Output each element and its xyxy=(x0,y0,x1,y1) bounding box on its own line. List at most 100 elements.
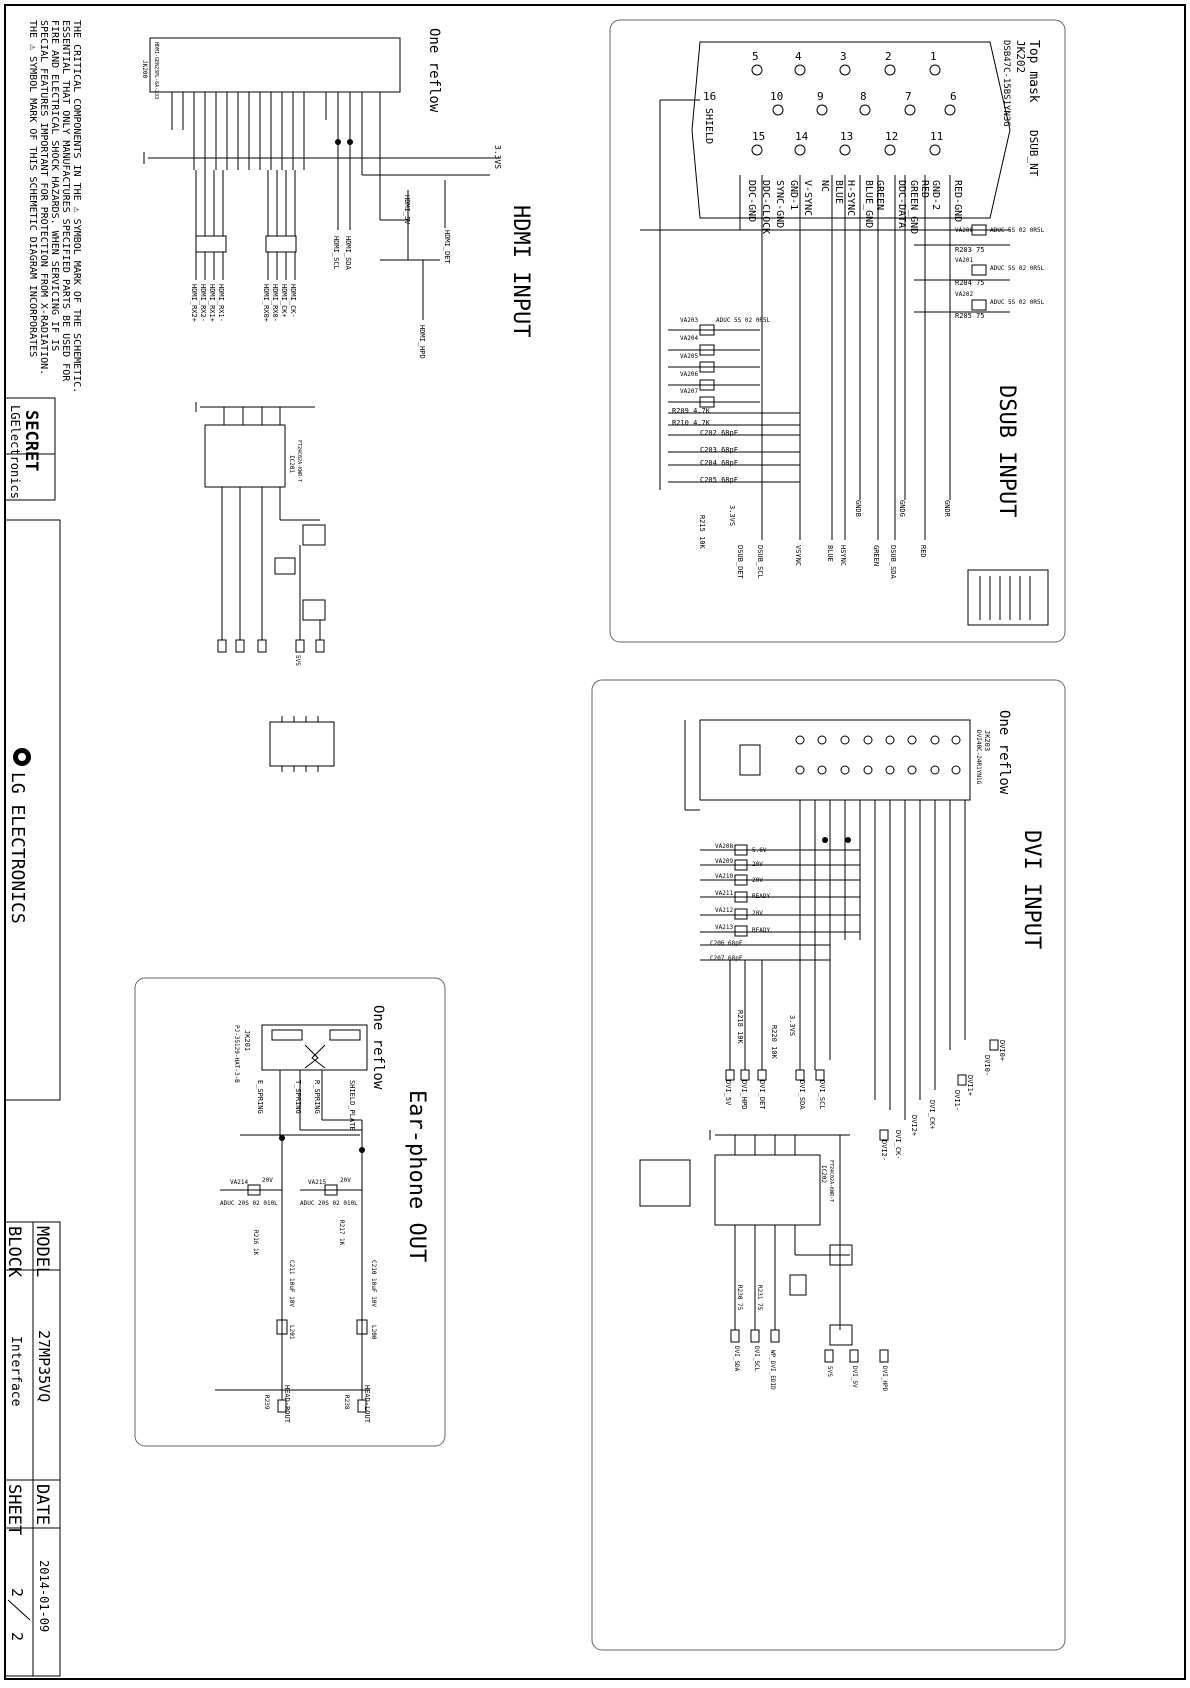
hdmi-diode-a xyxy=(302,524,326,546)
dsub-pin-nc: NC xyxy=(819,180,830,192)
dsub-net-blue: BLUE xyxy=(826,545,834,562)
hdmi-connector-part: HDMI-GEN23PL-6A-233 xyxy=(153,42,159,99)
hdmi-net-rx0-minus: HDMI_RX0- xyxy=(271,284,279,322)
earphone-net-lout: HEAD-LOUT xyxy=(363,1385,371,1424)
dsub-net-sda: DSUB_SDA xyxy=(889,545,897,580)
dsub-pin-green-gnd: GREEN_GND xyxy=(908,180,919,234)
svg-text:20V: 20V xyxy=(262,1177,273,1184)
svg-text:READY: READY xyxy=(752,893,770,900)
svg-text:VA204: VA204 xyxy=(680,335,698,342)
date-label: DATE xyxy=(32,1484,52,1525)
dvi-eeprom xyxy=(714,1154,821,1226)
dsub-connector-type: DSUB_NT xyxy=(1027,130,1040,177)
svg-text:20V: 20V xyxy=(340,1177,351,1184)
dvi-eeprom-part: FT24C02A-KWR-T xyxy=(828,1160,834,1202)
secret-box xyxy=(4,397,56,501)
svg-text:R210 4.7K: R210 4.7K xyxy=(672,419,711,427)
hdmi-net-ck-minus: HDMI_CK- xyxy=(289,284,297,318)
dsub-pin-red-gnd: RED-GND xyxy=(952,180,963,222)
hdmi-resistor-wp xyxy=(274,557,296,575)
dsub-section: DSUB INPUT Top mask DSUB_NT JK202 DSB47C… xyxy=(609,19,1066,643)
dvi-net-5v: DVI_5V xyxy=(724,1080,732,1106)
svg-text:R217 1K: R217 1K xyxy=(338,1220,345,1246)
svg-text:4: 4 xyxy=(795,50,802,63)
date-value: 2014-01-09 xyxy=(37,1560,51,1632)
earphone-connector-part: PJ-35129-HAT-3-B xyxy=(233,1025,240,1083)
svg-text:VA208: VA208 xyxy=(715,843,733,850)
dsub-pin-blue-gnd: BLUE_GND xyxy=(863,180,874,228)
svg-text:DVI_HPD: DVI_HPD xyxy=(881,1366,888,1392)
dsub-connector-ref: JK202 xyxy=(1014,40,1027,73)
sheet-total: 2 xyxy=(8,1632,26,1641)
dvi-net-ck-plus: DVI_CK+ xyxy=(928,1100,936,1130)
svg-text:VA214: VA214 xyxy=(230,1179,248,1186)
dsub-pins xyxy=(751,64,956,156)
svg-text:6: 6 xyxy=(950,90,957,103)
hdmi-net-rx2-minus: HDMI_RX2- xyxy=(199,284,207,322)
svg-text:R204 75: R204 75 xyxy=(955,279,985,287)
hdmi-eeprom-ref: IC201 xyxy=(288,455,295,473)
svg-text:VA202: VA202 xyxy=(955,291,973,298)
svg-text:8: 8 xyxy=(860,90,867,103)
svg-text:14: 14 xyxy=(795,130,809,143)
svg-text:20V: 20V xyxy=(752,877,763,884)
svg-text:3.3VS: 3.3VS xyxy=(728,505,736,526)
svg-text:L200: L200 xyxy=(370,1325,377,1340)
svg-text:1: 1 xyxy=(930,50,937,63)
dsub-pin-blue: BLUE xyxy=(833,180,844,204)
dvi-net-ck-minus: DVI_CK- xyxy=(894,1130,902,1160)
sheet-number: 2 xyxy=(8,1588,26,1597)
svg-text:ADUC 5S 02 0R5L: ADUC 5S 02 0R5L xyxy=(990,299,1045,306)
svg-text:R203 75: R203 75 xyxy=(955,246,985,254)
svg-text:DVI_5V: DVI_5V xyxy=(851,1366,858,1388)
svg-text:2: 2 xyxy=(885,50,892,63)
svg-text:READY: READY xyxy=(752,927,770,934)
page-frame xyxy=(4,4,1186,1680)
svg-text:DVI_SDA: DVI_SDA xyxy=(733,1346,740,1372)
lg-logo-text: LG ELECTRONICS xyxy=(7,772,28,924)
hdmi-net-ck-plus: HDMI_CK+ xyxy=(280,284,288,318)
dsub-pin-vsync: V-SYNC xyxy=(802,180,813,216)
svg-text:DVI_SCL: DVI_SCL xyxy=(753,1346,760,1372)
svg-text:VA215: VA215 xyxy=(308,1179,326,1186)
dsub-pin-ddc-gnd: DDC-GND xyxy=(746,180,757,222)
dvi-section: DVI INPUT One reflow JK203 DVI40C-24R1YN… xyxy=(591,679,1066,1651)
earphone-pin-shield: SHIELD_PLATE xyxy=(348,1080,356,1131)
svg-text:C203 68pF: C203 68pF xyxy=(700,446,738,454)
svg-text:VA205: VA205 xyxy=(680,353,698,360)
dsub-pin-ddc-clock: DDC-CLOCK xyxy=(760,180,771,234)
earphone-section: Ear-phone OUT One reflow JK201 PJ-35129-… xyxy=(134,977,446,1447)
earphone-jack xyxy=(261,1024,368,1071)
hdmi-supply: 3.3VS xyxy=(493,145,502,169)
warning-line-2: SPECIAL FEATURES IMPORTANT FOR PROTECTIO… xyxy=(38,20,49,375)
svg-text:20V: 20V xyxy=(752,910,763,917)
dvi-net-sda: DVI_SDA xyxy=(798,1080,806,1110)
svg-text:ADUC 5S 02 0R5L: ADUC 5S 02 0R5L xyxy=(990,227,1045,234)
dsub-net-vsync: VSYNC xyxy=(794,545,802,566)
svg-text:C206 68pF: C206 68pF xyxy=(710,940,743,947)
dvi-connector-ref: JK203 xyxy=(983,730,991,751)
hdmi-net-rx1-plus: HDMI_RX1+ xyxy=(208,284,216,322)
svg-text:VA206: VA206 xyxy=(680,371,698,378)
svg-text:VA210: VA210 xyxy=(715,873,733,880)
dvi-net-0-minus: DVI0- xyxy=(983,1055,991,1076)
dvi-net-2-plus: DVI2+ xyxy=(910,1115,918,1136)
dvi-footprint xyxy=(639,1159,691,1207)
svg-text:WP_DVI_EDID: WP_DVI_EDID xyxy=(769,1350,776,1390)
svg-text:11: 11 xyxy=(930,130,943,143)
hdmi-note: One reflow xyxy=(426,28,442,113)
earphone-connector-ref: JK201 xyxy=(243,1030,251,1051)
svg-text:VA212: VA212 xyxy=(715,907,733,914)
dvi-supply: 3.3VS xyxy=(788,1015,796,1036)
svg-text:R231 75: R231 75 xyxy=(756,1285,763,1311)
warning-line-5: THE CRITICAL COMPONENTS IN THE ⚠ SYMBOL … xyxy=(71,20,82,393)
hdmi-diode-b xyxy=(302,599,326,621)
svg-text:VA207: VA207 xyxy=(680,388,698,395)
dsub-net-scl: DSUB_SCL xyxy=(756,545,764,579)
svg-text:C210 10uF 10V: C210 10uF 10V xyxy=(370,1260,377,1307)
warning-note: THE ⚠ SYMBOL MARK OF THIS SCHEMETIC DIAG… xyxy=(27,20,82,393)
svg-text:VA203: VA203 xyxy=(680,317,698,324)
svg-text:5: 5 xyxy=(752,50,759,63)
hdmi-net-det: HDMI_DET xyxy=(443,230,451,265)
